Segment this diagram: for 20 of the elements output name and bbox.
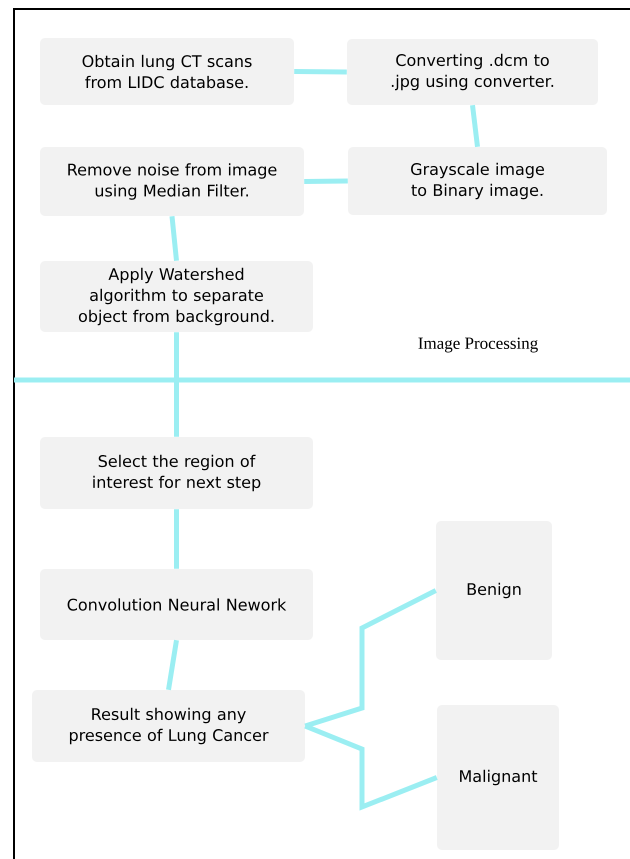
connector-line bbox=[304, 724, 438, 811]
process-box: Converting .dcm to .jpg using converter. bbox=[347, 39, 598, 105]
process-box: Apply Watershed algorithm to separate object from background. bbox=[40, 261, 313, 332]
connector-line bbox=[170, 216, 179, 262]
connector-line bbox=[166, 640, 179, 690]
process-box: Obtain lung CT scans from LIDC database. bbox=[40, 38, 294, 105]
process-box: Select the region of interest for next step bbox=[40, 437, 313, 509]
connector-line bbox=[294, 69, 347, 74]
process-box: Malignant bbox=[437, 705, 559, 850]
connector-line bbox=[174, 509, 179, 569]
process-box: Convolution Neural Nework bbox=[40, 569, 313, 640]
process-box: Result showing any presence of Lung Cancer bbox=[32, 690, 305, 762]
connector-line bbox=[470, 104, 480, 148]
process-box: Benign bbox=[436, 521, 552, 660]
connector-line bbox=[174, 332, 179, 437]
section-label: Image Processing bbox=[418, 338, 538, 352]
connector-line bbox=[304, 178, 348, 184]
process-box: Remove noise from image using Median Filter. bbox=[40, 147, 304, 216]
process-box: Grayscale image to Binary image. bbox=[348, 147, 607, 215]
connector-line bbox=[304, 588, 437, 728]
